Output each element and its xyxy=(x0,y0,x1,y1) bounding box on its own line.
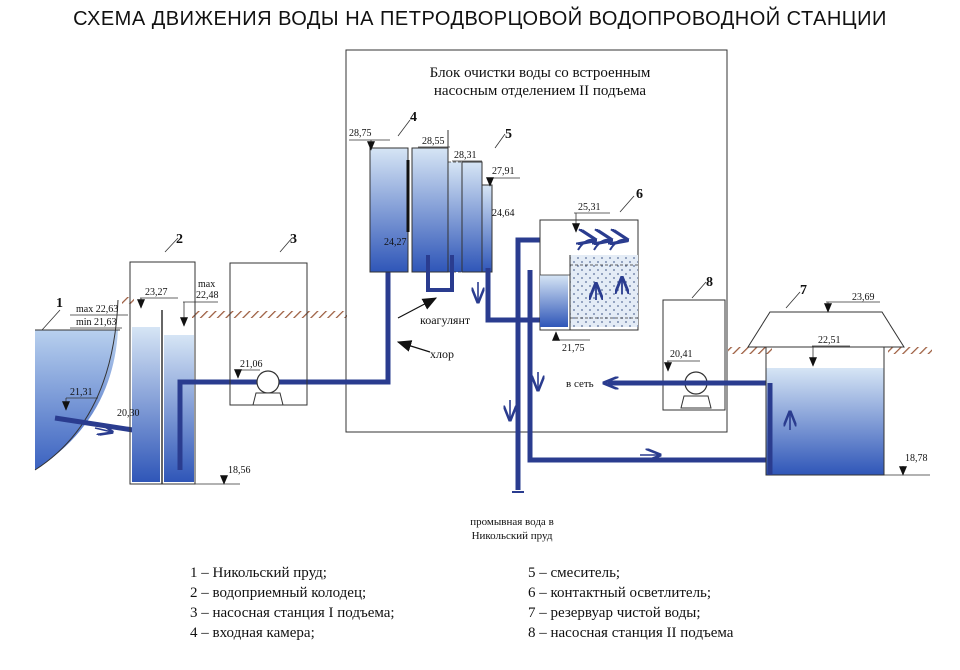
contact-clarifier-6: 6 25,31 21,75 xyxy=(539,187,643,354)
label-num-3: 3 xyxy=(290,232,297,247)
legend-item: 6 – контактный осветлитель; xyxy=(528,585,712,601)
level-28-75: 28,75 xyxy=(349,128,372,139)
legend-item: 5 – смеситель; xyxy=(528,565,621,581)
level-27-91: 27,91 xyxy=(492,166,515,177)
max-label-well: max xyxy=(198,279,215,290)
level-28-55: 28,55 xyxy=(422,136,445,147)
label-num-7: 7 xyxy=(800,283,807,298)
chlorine-input: хлор xyxy=(396,340,454,361)
level-24-27: 24,27 xyxy=(384,237,407,248)
block-title-line2: насосным отделением II подъема xyxy=(434,83,647,99)
label-num-5: 5 xyxy=(505,127,512,142)
legend-item: 7 – резервуар чистой воды; xyxy=(528,605,701,621)
level-23-27: 23,27 xyxy=(145,287,168,298)
diagram-title: СХЕМА ДВИЖЕНИЯ ВОДЫ НА ПЕТРОДВОРЦОВОЙ ВО… xyxy=(73,8,887,30)
legend-item: 4 – входная камера; xyxy=(190,625,315,641)
pond-1: 1 max 22,63 min 21,63 21,31 xyxy=(34,296,147,471)
pump-station-8: 8 20,41 xyxy=(662,275,726,411)
to-network-label: в сеть xyxy=(566,378,594,390)
level-18-56: 18,56 xyxy=(228,465,251,476)
level-22-51: 22,51 xyxy=(818,335,841,346)
chlorine-label: хлор xyxy=(430,347,454,361)
reservoir-7: 7 23,69 22,51 18,78 xyxy=(747,283,930,476)
inlet-chamber-4: 4 28,75 24,27 xyxy=(349,110,417,273)
wash-water-label-line1: промывная вода в xyxy=(470,516,554,528)
wash-water-label-line2: Никольский пруд xyxy=(472,530,553,542)
level-21-75: 21,75 xyxy=(562,343,585,354)
legend-left: 1 – Никольский пруд; 2 – водоприемный ко… xyxy=(190,563,395,643)
pond-min-level: min 21,63 xyxy=(76,317,117,328)
level-21-31: 21,31 xyxy=(70,387,93,398)
treatment-block-outline xyxy=(345,49,728,433)
label-num-8: 8 xyxy=(706,275,713,290)
raw-water-pipe xyxy=(177,268,391,470)
legend-item: 3 – насосная станция I подъема; xyxy=(190,605,395,621)
label-num-6: 6 xyxy=(636,187,643,202)
level-25-31: 25,31 xyxy=(578,202,601,213)
level-20-41: 20,41 xyxy=(670,349,693,360)
ground-hatching xyxy=(122,297,932,354)
level-20-30: 20,30 xyxy=(117,408,140,419)
legend-item: 2 – водоприемный колодец; xyxy=(190,585,367,601)
mixer-5: 5 28,55 28,31 27,91 24,64 xyxy=(411,127,520,302)
label-num-4: 4 xyxy=(410,110,417,125)
label-num-2: 2 xyxy=(176,232,183,247)
label-num-1: 1 xyxy=(56,296,63,311)
level-22-48: 22,48 xyxy=(196,290,219,301)
level-24-64: 24,64 xyxy=(492,208,515,219)
level-21-06: 21,06 xyxy=(240,359,263,370)
coagulant-label: коагулянт xyxy=(420,313,471,327)
pump-station-3: 3 21,06 xyxy=(229,232,308,406)
block-title-line1: Блок очистки воды со встроенным xyxy=(430,65,651,81)
legend-item: 1 – Никольский пруд; xyxy=(190,565,327,581)
pond-max-level: max 22,63 xyxy=(76,304,118,315)
level-28-31: 28,31 xyxy=(454,150,477,161)
intake-well-2: 2 23,27 max 22,48 20,30 18,56 xyxy=(117,232,251,485)
coagulant-input: коагулянт xyxy=(397,297,471,327)
legend-right: 5 – смеситель; 6 – контактный осветлител… xyxy=(528,563,733,643)
legend-item: 8 – насосная станция II подъема xyxy=(528,625,734,641)
level-23-69: 23,69 xyxy=(852,292,875,303)
level-18-78: 18,78 xyxy=(905,453,928,464)
